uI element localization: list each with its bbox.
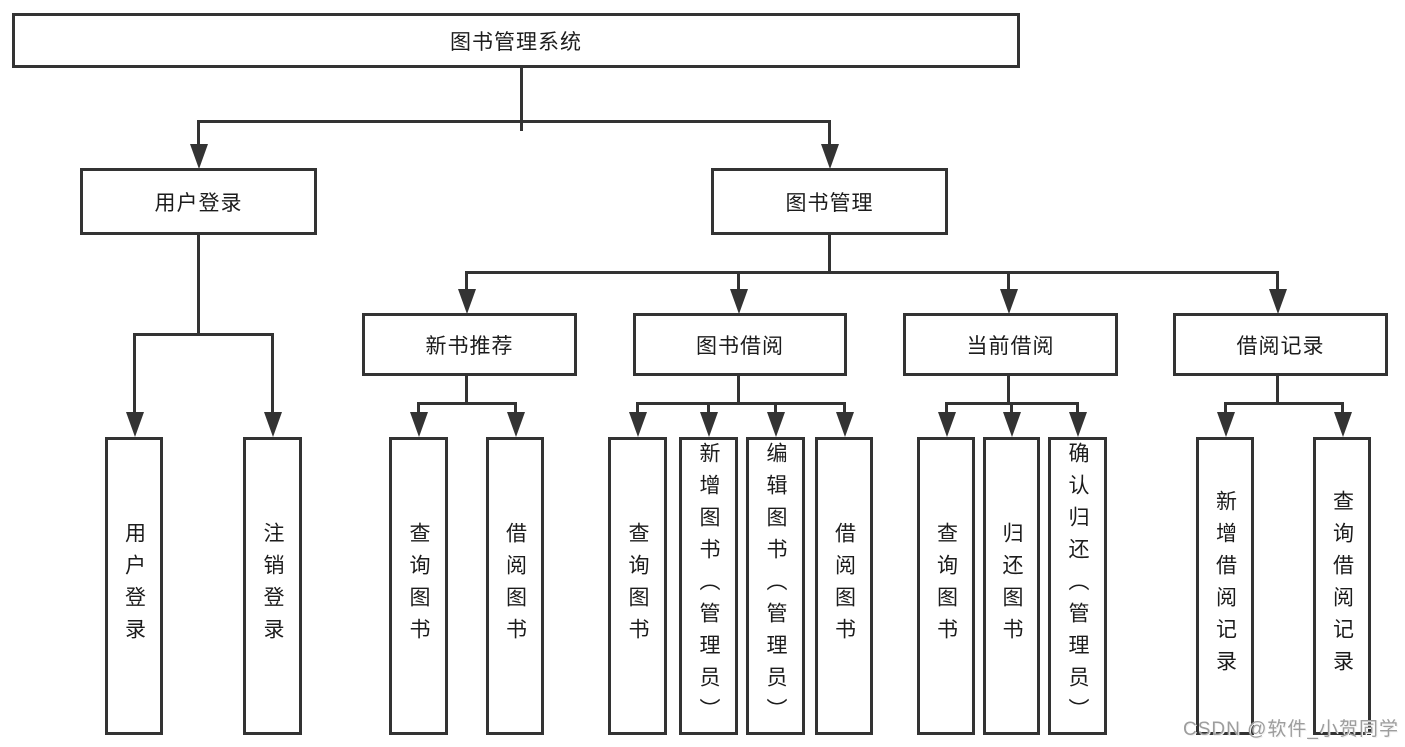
connector-bookborrow-down [737,376,740,405]
connector-bookmgmt-split [465,271,1279,274]
arrowhead-borrowrecord-add [1217,412,1235,437]
node-borrow-records: 借阅记录 [1173,313,1388,376]
node-leaf-query-borrow-record: 查询借阅记录 [1313,437,1371,735]
node-book-management-label: 图书管理 [785,191,874,215]
connector-to-book-management [828,120,831,147]
connector-newbook-left [417,402,420,415]
node-new-book-recommend: 新书推荐 [362,313,577,376]
connector-userlogin-split [133,333,274,336]
connector-borrowrecord-left [1224,402,1227,415]
node-borrow-records-label: 借阅记录 [1236,334,1325,358]
arrowhead-user-login [190,144,208,169]
connector-newbook-right [514,402,517,415]
connector-borrowrecord-split [1224,402,1344,405]
node-root-label: 图书管理系统 [450,30,582,54]
node-leaf-add-book-admin: 新增图书（管理员） [679,437,738,735]
arrowhead-borrowrecord-query [1334,412,1352,437]
connector-to-borrow-record [1276,271,1279,291]
arrowhead-newbook-query [410,412,428,437]
arrowhead-book-management [821,144,839,169]
node-leaf-edit-book-admin: 编辑图书（管理员） [746,437,805,735]
node-leaf-borrow-books-newrec-label: 借阅图书 [503,522,527,650]
arrowhead-currentborrow-query [938,412,956,437]
arrowhead-current-borrow [1000,289,1018,314]
connector-newbook-split [417,402,517,405]
node-book-borrow: 图书借阅 [633,313,847,376]
arrowhead-bookborrow-edit [767,412,785,437]
arrowhead-login-leaf [126,412,144,437]
connector-userlogin-left [133,333,136,413]
arrowhead-book-borrow [730,289,748,314]
node-leaf-borrow-books-borrow: 借阅图书 [815,437,873,735]
connector-bookborrow-4 [843,402,846,415]
connector-bookborrow-1 [636,402,639,415]
node-leaf-query-borrow-record-label: 查询借阅记录 [1330,490,1354,682]
connector-root-stub [520,123,523,131]
arrowhead-new-book [458,289,476,314]
node-leaf-query-books-newrec: 查询图书 [389,437,448,735]
node-book-management: 图书管理 [711,168,948,235]
node-leaf-query-books-current: 查询图书 [917,437,975,735]
node-leaf-borrow-books-borrow-label: 借阅图书 [832,522,856,650]
arrowhead-bookborrow-borrow [836,412,854,437]
connector-root-down [520,68,523,123]
node-current-borrow-label: 当前借阅 [966,334,1055,358]
node-leaf-query-books-newrec-label: 查询图书 [407,522,430,650]
node-leaf-query-books-current-label: 查询图书 [934,522,958,650]
connector-to-user-login [197,120,200,147]
arrowhead-newbook-borrow [507,412,525,437]
node-leaf-edit-book-admin-label: 编辑图书（管理员） [764,442,787,730]
node-leaf-borrow-books-newrec: 借阅图书 [486,437,544,735]
connector-bookborrow-split [636,402,846,405]
connector-currentborrow-3 [1076,402,1079,415]
connector-bookmgmt-down [828,235,831,274]
connector-borrowrecord-right [1341,402,1344,415]
connector-currentborrow-down [1007,376,1010,405]
arrowhead-logout-leaf [264,412,282,437]
arrowhead-currentborrow-return [1003,412,1021,437]
node-leaf-return-books-label: 归还图书 [1000,522,1023,650]
node-leaf-user-login-label: 用户登录 [122,522,146,650]
node-leaf-user-login: 用户登录 [105,437,163,735]
node-leaf-add-borrow-record: 新增借阅记录 [1196,437,1254,735]
connector-newbook-down [465,376,468,405]
node-leaf-logout-label: 注销登录 [261,522,284,650]
connector-borrowrecord-down [1276,376,1279,405]
connector-to-current-borrow [1007,271,1010,291]
connector-root-split [197,120,831,123]
node-current-borrow: 当前借阅 [903,313,1118,376]
connector-userlogin-right [271,333,274,413]
node-user-login-label: 用户登录 [154,191,243,215]
connector-userlogin-down [197,235,200,336]
node-root-system: 图书管理系统 [12,13,1020,68]
node-leaf-add-borrow-record-label: 新增借阅记录 [1213,490,1237,682]
node-leaf-confirm-return-admin-label: 确认归还（管理员） [1066,442,1089,730]
connector-to-book-borrow [737,271,740,291]
connector-currentborrow-2 [1010,402,1013,415]
csdn-watermark: CSDN @软件_小贺同学 [1183,719,1399,740]
connector-bookborrow-2 [707,402,710,415]
node-leaf-query-books-borrow-label: 查询图书 [626,522,649,650]
node-new-book-recommend-label: 新书推荐 [425,334,514,358]
node-leaf-return-books: 归还图书 [983,437,1040,735]
node-leaf-logout: 注销登录 [243,437,302,735]
node-book-borrow-label: 图书借阅 [696,334,784,358]
node-leaf-add-book-admin-label: 新增图书（管理员） [697,442,720,730]
connector-currentborrow-1 [945,402,948,415]
arrowhead-bookborrow-query [629,412,647,437]
arrowhead-currentborrow-confirm [1069,412,1087,437]
connector-to-new-book [465,271,468,291]
node-leaf-confirm-return-admin: 确认归还（管理员） [1048,437,1107,735]
node-user-login: 用户登录 [80,168,317,235]
connector-bookborrow-3 [774,402,777,415]
arrowhead-bookborrow-add [700,412,718,437]
arrowhead-borrow-record [1269,289,1287,314]
node-leaf-query-books-borrow: 查询图书 [608,437,667,735]
